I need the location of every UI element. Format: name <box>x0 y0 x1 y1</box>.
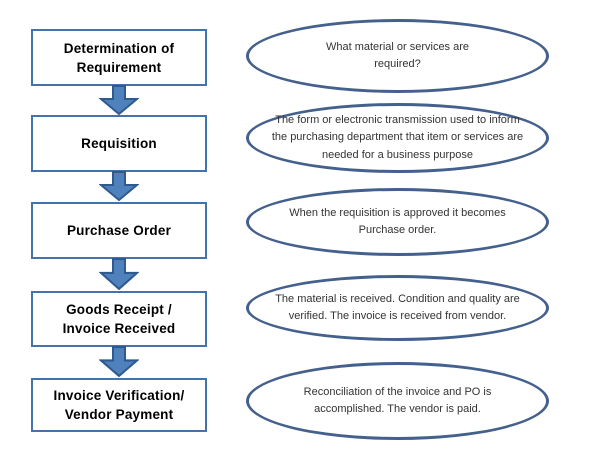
description-text: The material is received. Condition and … <box>275 292 520 323</box>
down-arrow-icon <box>99 258 139 290</box>
description-text: What material or services are required? <box>325 40 470 71</box>
flow-step-box-invoice-verification: Invoice Verification/ Vendor Payment <box>31 378 207 432</box>
description-ellipse-determination: What material or services are required? <box>246 19 549 93</box>
description-text: When the requisition is approved it beco… <box>289 206 506 237</box>
flow-step-label: Determination of Requirement <box>63 40 175 75</box>
flow-step-box-purchase-order: Purchase Order <box>31 202 207 259</box>
description-text: Reconciliation of the invoice and PO is … <box>303 385 492 416</box>
down-arrow-icon <box>99 346 139 377</box>
description-ellipse-purchase-order: When the requisition is approved it beco… <box>246 188 549 256</box>
flow-step-label: Purchase Order <box>66 223 172 238</box>
flow-step-label: Goods Receipt / Invoice Received <box>62 302 176 336</box>
description-ellipse-goods-receipt: The material is received. Condition and … <box>246 275 549 341</box>
down-arrow-icon <box>99 85 139 115</box>
down-arrow-icon <box>99 171 139 201</box>
description-text: The form or electronic transmission used… <box>271 113 524 161</box>
flow-step-label: Requisition <box>81 136 157 151</box>
flow-step-label: Invoice Verification/ Vendor Payment <box>53 388 185 422</box>
flow-step-box-determination: Determination of Requirement <box>31 29 207 86</box>
description-ellipse-invoice-verification: Reconciliation of the invoice and PO is … <box>246 362 549 440</box>
flow-step-box-requisition: Requisition <box>31 115 207 172</box>
flow-step-box-goods-receipt: Goods Receipt / Invoice Received <box>31 291 207 347</box>
description-ellipse-requisition: The form or electronic transmission used… <box>246 103 549 173</box>
